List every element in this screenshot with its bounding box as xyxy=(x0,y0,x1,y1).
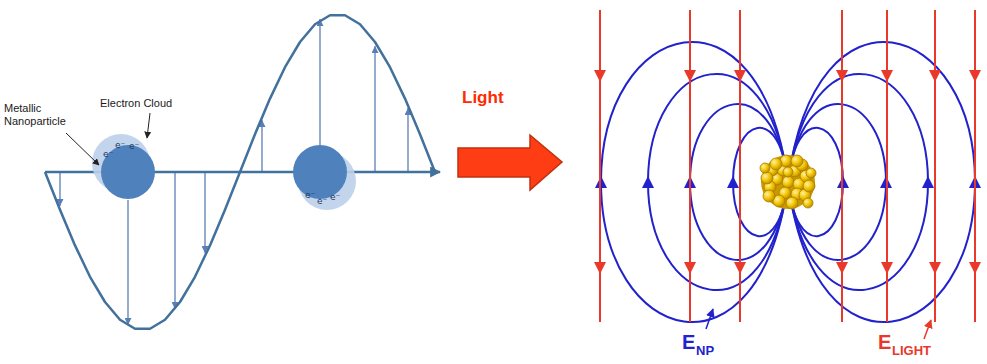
field-arrow xyxy=(261,120,262,171)
particle-core xyxy=(761,155,815,209)
electron-symbol: e⁻ xyxy=(115,140,125,150)
leader-line xyxy=(66,133,99,165)
field-line xyxy=(841,10,843,322)
electron-symbol: e⁻ xyxy=(317,196,327,206)
field-loop xyxy=(788,42,975,322)
field-loop xyxy=(788,74,928,290)
field-line xyxy=(974,10,976,322)
field-subscript: LIGHT xyxy=(892,344,931,359)
atom xyxy=(760,163,770,173)
light-field xyxy=(600,10,975,322)
metallic-nanoparticle xyxy=(293,145,347,199)
field-arrow xyxy=(407,108,408,171)
field-loop xyxy=(788,128,843,236)
field-subscript: NP xyxy=(696,344,714,359)
field-arrow xyxy=(319,19,320,145)
block-arrow xyxy=(458,135,562,190)
atom xyxy=(786,197,798,209)
gold-nanoparticle xyxy=(760,155,816,209)
field-symbol: E xyxy=(878,331,891,354)
atom xyxy=(782,176,794,188)
leader-line xyxy=(706,309,713,329)
atom xyxy=(761,172,773,184)
part-label: Metallic Nanoparticle xyxy=(4,102,84,127)
field-line xyxy=(934,10,936,322)
light-arrow: Light xyxy=(456,84,566,196)
field-arrow xyxy=(127,200,128,325)
field-line xyxy=(886,10,888,322)
field-line xyxy=(689,10,691,322)
atom xyxy=(763,190,775,202)
electron-symbol: e⁻ xyxy=(103,149,113,159)
field-line xyxy=(739,10,741,322)
field-loop xyxy=(648,74,788,290)
field-arrow xyxy=(59,173,60,206)
light-wave xyxy=(45,15,435,329)
part-label: Electron Cloud xyxy=(100,97,172,110)
field-line xyxy=(599,10,601,322)
electron-symbol: e⁻ xyxy=(129,141,139,151)
atom xyxy=(803,198,813,208)
electron-symbol: e⁻ xyxy=(330,192,340,202)
atom xyxy=(770,158,782,170)
leader-line xyxy=(924,320,931,339)
dipole-field xyxy=(601,42,975,322)
field-arrow xyxy=(174,173,175,309)
field-symbol: E xyxy=(682,331,695,354)
arrow-label: Light xyxy=(456,84,504,108)
atom xyxy=(791,155,803,167)
atom xyxy=(806,168,816,178)
field-loop xyxy=(788,104,886,260)
atom xyxy=(803,180,815,192)
field-arrow xyxy=(204,173,205,253)
atom xyxy=(783,167,793,177)
field-arrow xyxy=(374,46,375,171)
leader-line xyxy=(147,113,150,138)
field-loop xyxy=(601,42,788,322)
metallic-nanoparticle xyxy=(101,145,155,199)
field-loop xyxy=(733,128,788,236)
electron-symbol: e⁻ xyxy=(305,190,315,200)
